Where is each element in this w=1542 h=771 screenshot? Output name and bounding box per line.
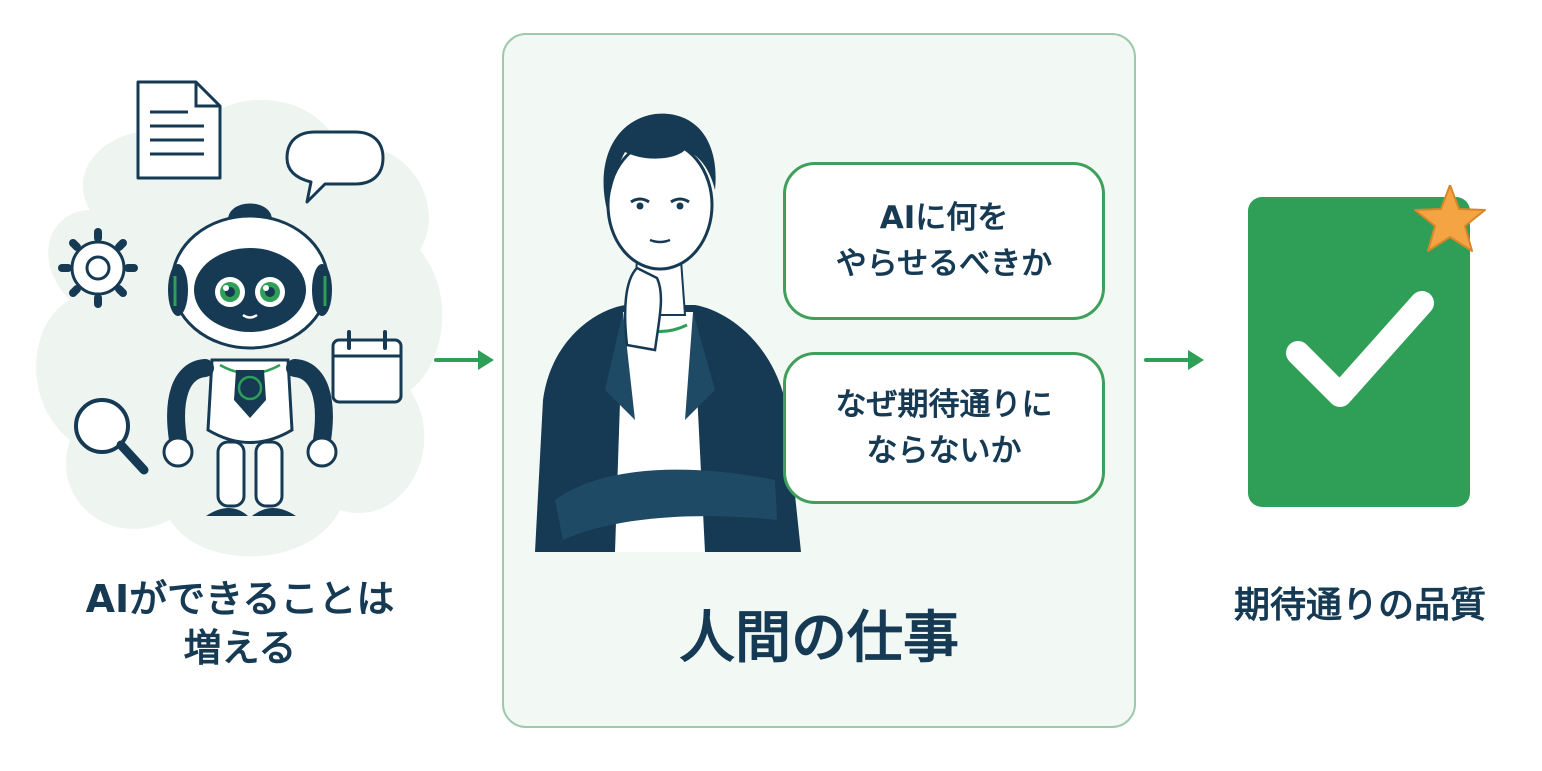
document-icon <box>136 80 222 180</box>
person-icon <box>535 113 801 552</box>
question-bubble-what-to-delegate: AIに何を やらせるべきか <box>783 162 1105 320</box>
magnifier-icon <box>74 398 149 475</box>
arrow-right-icon <box>1144 350 1204 370</box>
expected-quality-caption: 期待通りの品質 <box>1233 585 1486 626</box>
quality-result-card <box>1248 185 1486 507</box>
checkmark-icon <box>1286 291 1434 407</box>
gear-icon <box>58 228 138 308</box>
robot-icon <box>162 203 338 516</box>
question-bubble-why-not-expected: なぜ期待通りに ならないか <box>783 352 1105 504</box>
star-icon <box>1414 185 1486 252</box>
robot-illustration <box>58 80 403 516</box>
calendar-icon <box>331 330 403 404</box>
ai-capabilities-caption: AIができることは 増える <box>85 577 395 670</box>
arrow-right-icon <box>434 350 494 370</box>
human-work-caption: 人間の仕事 <box>679 606 959 671</box>
speech-bubble-icon <box>285 130 385 204</box>
